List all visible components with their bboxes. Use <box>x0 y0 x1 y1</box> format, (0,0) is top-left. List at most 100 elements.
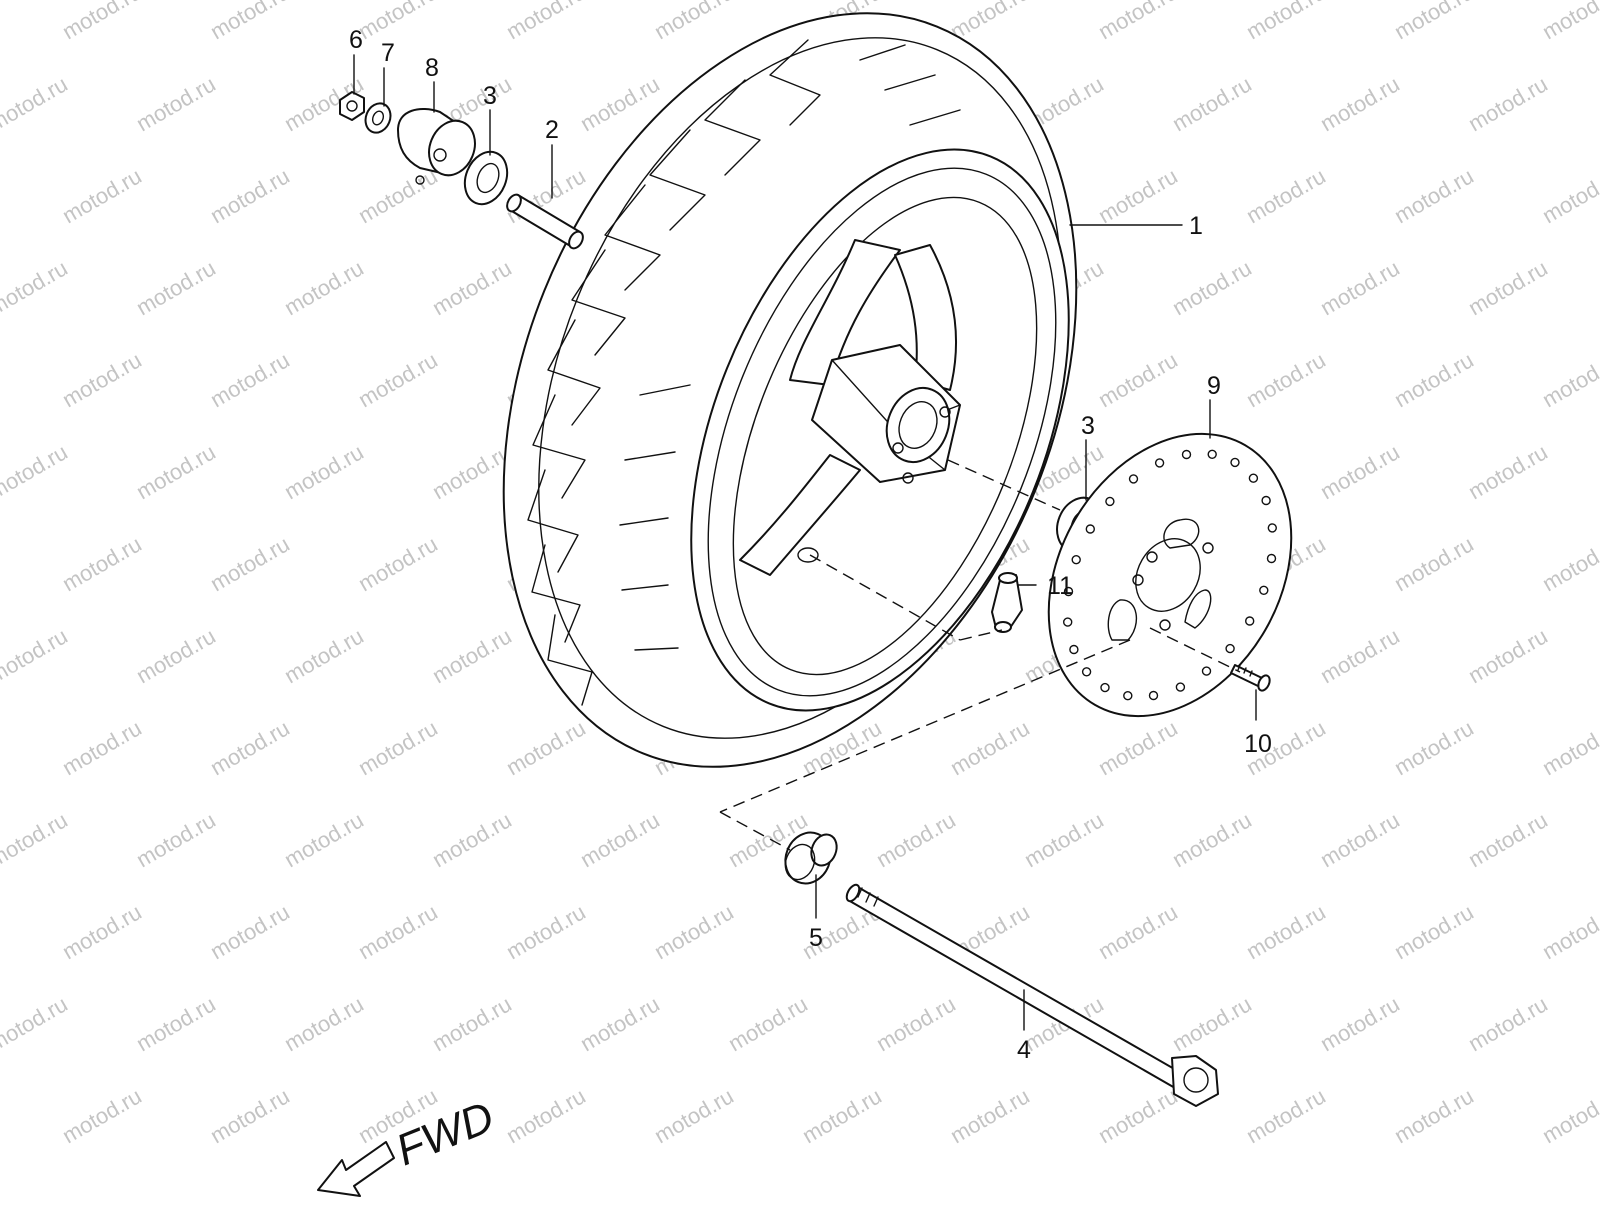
watermark-text: motod.ru <box>0 439 72 504</box>
watermark-text: motod.ru <box>0 255 72 320</box>
callout-3-left: 3 <box>483 82 497 110</box>
disc-hole <box>1105 496 1115 507</box>
callout-10: 10 <box>1244 730 1272 758</box>
watermark-text: motod.ru <box>1538 347 1600 412</box>
part-4-axle-bolt <box>845 883 1219 1107</box>
disc-hole <box>1100 682 1110 693</box>
watermark-text: motod.ru <box>946 715 1034 780</box>
watermark-text: motod.ru <box>206 1083 294 1148</box>
watermark-text: motod.ru <box>1316 807 1404 872</box>
watermark-text: motod.ru <box>1242 899 1330 964</box>
watermark-text: motod.ru <box>1094 163 1182 228</box>
watermark-text: motod.ru <box>1316 71 1404 136</box>
watermark-text: motod.ru <box>206 715 294 780</box>
watermark-text: motod.ru <box>1390 347 1478 412</box>
leader-lines <box>353 54 1257 1031</box>
disc-hole <box>1063 586 1074 597</box>
disc-hole <box>1071 555 1081 565</box>
watermark-text: motod.ru <box>354 163 442 228</box>
watermark-text: motod.ru <box>280 439 368 504</box>
watermark-text: motod.ru <box>132 623 220 688</box>
watermark-text: motod.ru <box>0 623 72 688</box>
watermark-text: motod.ru <box>650 1083 738 1148</box>
watermark-text: motod.ru <box>502 0 590 44</box>
tire-tread <box>527 39 961 706</box>
watermark-text: motod.ru <box>872 807 960 872</box>
watermark-text: motod.ru <box>798 1083 886 1148</box>
watermark-text: motod.ru <box>0 807 72 872</box>
part-11-tire-valve <box>991 572 1023 633</box>
watermark-text: motod.ru <box>1242 0 1330 44</box>
callout-2: 2 <box>545 116 559 144</box>
watermark-text: motod.ru <box>58 715 146 780</box>
watermark-text: motod.ru <box>1168 807 1256 872</box>
watermark-text: motod.ru <box>428 623 516 688</box>
watermark-text: motod.ru <box>1168 255 1256 320</box>
watermark-text: motod.ru <box>132 71 220 136</box>
part-5-collar <box>784 831 838 885</box>
callout-labels: 1 2 3 3 4 5 6 7 8 9 10 11 <box>349 26 1272 1064</box>
watermark-text: motod.ru <box>428 991 516 1056</box>
watermark-text: motod.ru <box>58 1083 146 1148</box>
wheel-tire <box>502 12 1078 768</box>
watermark-text: motod.ru <box>1242 347 1330 412</box>
watermark-text: motod.ru <box>354 0 442 44</box>
watermark-text: motod.ru <box>872 991 960 1056</box>
disc-hole <box>1123 691 1133 701</box>
watermark-text: motod.ru <box>1390 1083 1478 1148</box>
watermark-text: motod.ru <box>1464 807 1552 872</box>
watermark-text: motod.ru <box>1390 899 1478 964</box>
watermark-text: motod.ru <box>1094 1083 1182 1148</box>
part-8-speedometer-drive <box>397 108 476 185</box>
watermark-text: motod.ru <box>1538 715 1600 780</box>
part-10-disc-bolt <box>1230 664 1271 692</box>
watermark-text: motod.ru <box>132 991 220 1056</box>
watermark-text: motod.ru <box>428 439 516 504</box>
watermark-text: motod.ru <box>1168 71 1256 136</box>
alignment-lines <box>719 459 1241 851</box>
watermark-text: motod.ru <box>1316 439 1404 504</box>
watermark-text: motod.ru <box>1390 163 1478 228</box>
disc-hole <box>1085 524 1096 534</box>
disc-hole <box>1248 473 1259 483</box>
watermark-text: motod.ru <box>1464 71 1552 136</box>
watermark-text: motod.ru <box>58 163 146 228</box>
fwd-arrow-icon <box>317 1141 395 1197</box>
callout-11: 11 <box>1047 572 1073 600</box>
watermark-text: motod.ru <box>1168 991 1256 1056</box>
watermark-text: motod.ru <box>576 807 664 872</box>
part-7-washer <box>364 102 392 134</box>
watermark-text: motod.ru <box>206 347 294 412</box>
watermark-text: motod.ru <box>0 71 72 136</box>
watermark-text: motod.ru <box>1464 439 1552 504</box>
watermark-text: motod.ru <box>1390 715 1478 780</box>
watermark-text: motod.ru <box>428 255 516 320</box>
disc-hole <box>1201 666 1212 676</box>
watermark-text: motod.ru <box>206 531 294 596</box>
watermark-text: motod.ru <box>1094 347 1182 412</box>
watermark-text: motod.ru <box>1020 807 1108 872</box>
callout-3-right: 3 <box>1081 412 1095 440</box>
disc-hole <box>1207 449 1217 459</box>
brake-disc-holes <box>1062 449 1278 701</box>
callout-6: 6 <box>349 26 363 54</box>
watermark-text: motod.ru <box>1538 163 1600 228</box>
callout-9: 9 <box>1207 372 1221 400</box>
watermark-text: motod.ru <box>354 347 442 412</box>
watermark-text: motod.ru <box>1538 899 1600 964</box>
watermark-text: motod.ru <box>58 899 146 964</box>
watermark-text: motod.ru <box>1316 623 1404 688</box>
watermark-text: motod.ru <box>1316 255 1404 320</box>
watermark-text: motod.ru <box>0 991 72 1056</box>
disc-hole <box>1148 690 1159 701</box>
watermark-text: motod.ru <box>1390 0 1478 44</box>
disc-hole <box>1128 474 1139 484</box>
watermark-text: motod.ru <box>1242 163 1330 228</box>
callout-8: 8 <box>425 54 439 82</box>
watermark-text: motod.ru <box>1390 531 1478 596</box>
callout-5: 5 <box>809 924 823 952</box>
disc-hole <box>1154 458 1165 468</box>
watermark-text: motod.ru <box>354 899 442 964</box>
disc-hole <box>1225 643 1235 654</box>
